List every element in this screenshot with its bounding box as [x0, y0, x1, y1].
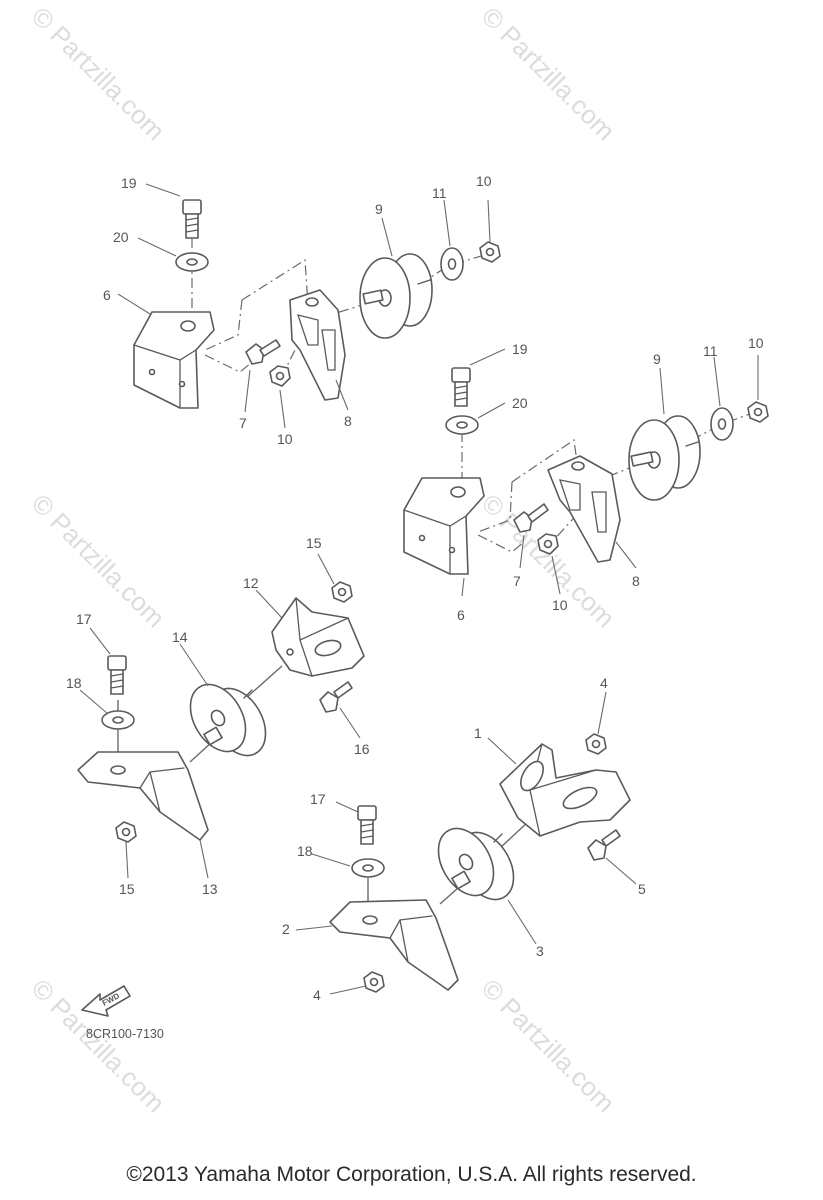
nut-icon	[269, 365, 291, 387]
engine-mount-icon	[628, 415, 701, 501]
washer-icon	[445, 415, 479, 435]
bolt-icon	[182, 199, 202, 239]
callout-12: 12	[243, 575, 259, 591]
callout-7: 7	[239, 415, 247, 431]
callout-10: 10	[476, 173, 492, 189]
callout-13: 13	[202, 881, 218, 897]
callout-5: 5	[638, 881, 646, 897]
bracket-icon	[547, 455, 621, 563]
copyright-notice: ©2013 Yamaha Motor Corporation, U.S.A. A…	[126, 1163, 697, 1186]
assembly-middle-left	[77, 581, 365, 843]
callout-10: 10	[748, 335, 764, 351]
washer-icon	[710, 407, 734, 441]
nut-icon	[363, 971, 385, 993]
assembly-upper-left	[133, 199, 501, 409]
callout-7: 7	[513, 573, 521, 589]
callout-17: 17	[310, 791, 326, 807]
callout-8: 8	[344, 413, 352, 429]
callout-14: 14	[172, 629, 188, 645]
engine-mount-icon	[359, 253, 433, 339]
callouts: 19 20 6 7 10 8 9 11 10 19 20 9 11 10 7 1…	[66, 173, 764, 1003]
bracket-icon	[133, 311, 215, 409]
callout-2: 2	[282, 921, 290, 937]
nut-icon	[585, 733, 607, 755]
callout-8: 8	[632, 573, 640, 589]
bracket-icon	[271, 597, 365, 677]
washer-icon	[440, 247, 464, 281]
nut-icon	[331, 581, 353, 603]
callout-1: 1	[474, 725, 482, 741]
bracket-icon	[329, 899, 459, 991]
callout-6: 6	[103, 287, 111, 303]
watermark: © Partzilla.com	[26, 1, 171, 146]
fwd-arrow-icon: FWD	[81, 985, 131, 1017]
nut-icon	[479, 241, 501, 263]
callout-19: 19	[512, 341, 528, 357]
assembly-lower-right	[329, 733, 631, 993]
nut-icon	[115, 821, 137, 843]
watermark: © Partzilla.com	[26, 488, 171, 633]
bolt-icon	[357, 805, 377, 845]
diagram-code: 8CR100-7130	[86, 1027, 164, 1041]
callout-15: 15	[306, 535, 322, 551]
engine-mount-icon	[437, 827, 515, 901]
callout-11: 11	[432, 185, 447, 201]
callout-10: 10	[552, 597, 568, 613]
bolt-icon	[587, 829, 621, 861]
bolt-icon	[319, 681, 353, 713]
callout-19: 19	[121, 175, 137, 191]
watermark: © Partzilla.com	[476, 1, 621, 146]
callout-6: 6	[457, 607, 465, 623]
engine-mount-icon	[189, 683, 267, 757]
washer-icon	[101, 710, 135, 730]
washer-icon	[351, 858, 385, 878]
callout-20: 20	[113, 229, 129, 245]
callout-20: 20	[512, 395, 528, 411]
bolt-icon	[513, 503, 549, 533]
bracket-icon	[289, 289, 346, 401]
callout-10: 10	[277, 431, 293, 447]
callout-15: 15	[119, 881, 135, 897]
nut-icon	[747, 401, 769, 423]
callout-17: 17	[76, 611, 92, 627]
bolt-icon	[245, 339, 281, 365]
washer-icon	[175, 252, 209, 272]
assembly-upper-right	[403, 367, 769, 575]
callout-18: 18	[297, 843, 313, 859]
callout-9: 9	[375, 201, 383, 217]
bracket-icon	[499, 743, 631, 837]
callout-9: 9	[653, 351, 661, 367]
callout-4: 4	[313, 987, 321, 1003]
bracket-icon	[403, 477, 485, 575]
watermarks: © Partzilla.com © Partzilla.com © Partzi…	[26, 1, 621, 1118]
callout-4: 4	[600, 675, 608, 691]
callout-11: 11	[703, 343, 718, 359]
callout-3: 3	[536, 943, 544, 959]
nut-icon	[537, 533, 559, 555]
callout-16: 16	[354, 741, 370, 757]
watermark: © Partzilla.com	[476, 973, 621, 1118]
bracket-icon	[77, 751, 209, 841]
bolt-icon	[451, 367, 471, 407]
bolt-icon	[107, 655, 127, 695]
leader-lines	[79, 183, 759, 995]
callout-18: 18	[66, 675, 82, 691]
